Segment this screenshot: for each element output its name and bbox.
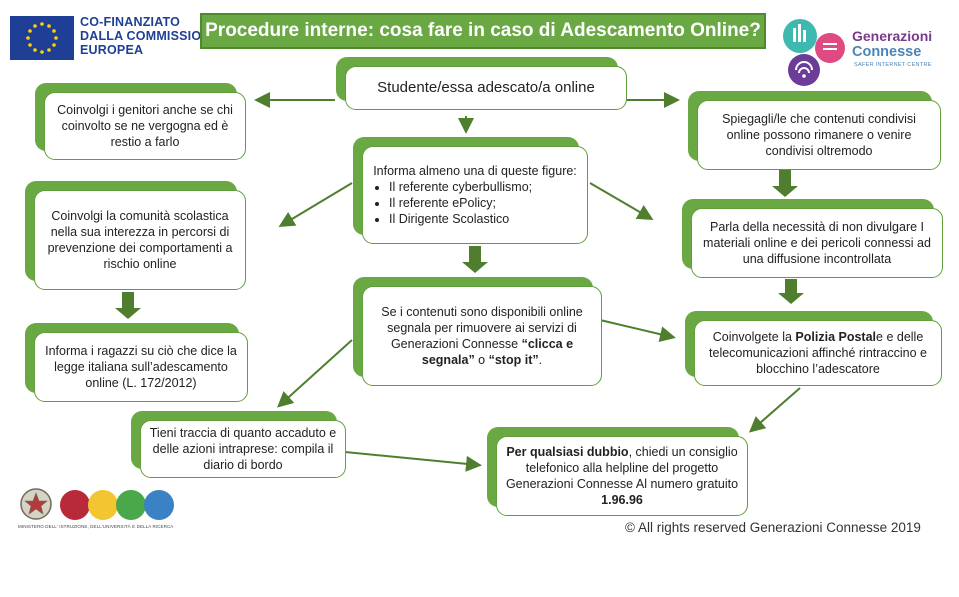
eu-line-2: DALLA COMMISSIONE — [80, 29, 220, 43]
box-student-groomed: Studente/essa adescato/a online — [345, 66, 627, 110]
figure-item: Il referente ePolicy; — [389, 195, 579, 211]
box-involve-police-text: Coinvolgete la Polizia Postale e delle t… — [703, 329, 933, 377]
box-helpline: Per qualsiasi dubbio, chiedi un consigli… — [496, 436, 748, 516]
figure-item: Il Dirigente Scolastico — [389, 211, 579, 227]
report-text-end: . — [538, 353, 543, 367]
box-talk-not-sharing-text: Parla della necessità di non divulgare I… — [703, 220, 931, 266]
helpline-text-bold: Per qualsiasi dubbio — [506, 445, 629, 459]
report-text-or: o — [474, 353, 489, 367]
box-inform-law-text: Informa i ragazzi su ciò che dice la leg… — [45, 344, 237, 390]
police-text-c: e e delle telecomunicazioni affinché rin… — [709, 330, 927, 376]
box-keep-track: Tieni traccia di quanto accaduto e delle… — [140, 420, 346, 478]
italian-emblem-icon — [16, 486, 56, 524]
box-involve-parents: Coinvolgi i genitori anche se chi coinvo… — [44, 92, 246, 160]
box-involve-police: Coinvolgete la Polizia Postale e delle t… — [694, 320, 942, 386]
copyright-text: © All rights reserved Generazioni Connes… — [625, 520, 921, 535]
figure-item: Il referente cyberbullismo; — [389, 179, 579, 195]
miur-logo-icon — [58, 488, 186, 522]
arrow-center3-to-left4 — [277, 339, 353, 408]
box-involve-parents-text: Coinvolgi i genitori anche se chi coinvo… — [57, 103, 233, 149]
box-report-content-text: Se i contenuti sono disponibili online s… — [371, 304, 593, 368]
block-arrow-right2-to-right3 — [778, 279, 804, 304]
box-involve-school-text: Coinvolgi la comunità scolastica nella s… — [47, 209, 233, 271]
box-student-groomed-text: Studente/essa adescato/a online — [377, 79, 595, 96]
eu-line-1: CO-FINANZIATO — [80, 15, 181, 29]
box-involve-school: Coinvolgi la comunità scolastica nella s… — [34, 190, 246, 290]
box-talk-not-sharing: Parla della necessità di non divulgare I… — [691, 208, 943, 278]
police-text-bold: Polizia Postal — [795, 330, 877, 344]
box-explain-content: Spiegagli/le che contenuti condivisi onl… — [697, 100, 941, 170]
arrow-center3-to-right3 — [599, 319, 676, 343]
box-keep-track-text: Tieni traccia di quanto accaduto e delle… — [149, 426, 337, 472]
police-text-a: Coinvolgete la — [712, 330, 796, 344]
box-inform-law: Informa i ragazzi su ciò che dice la leg… — [34, 332, 248, 402]
eu-line-3: EUROPEA — [80, 43, 144, 57]
block-arrow-right1-to-right2 — [772, 170, 798, 197]
page-title: Procedure interne: cosa fare in caso di … — [200, 13, 766, 49]
block-arrow-left2-to-left3 — [115, 292, 141, 319]
box-explain-content-text: Spiegagli/le che contenuti condivisi onl… — [722, 112, 916, 158]
box-inform-figures: Informa almeno una di queste figure: Il … — [362, 146, 588, 244]
generazioni-connesse-logo-icon — [772, 12, 852, 92]
arrow-center2-to-left2 — [278, 182, 353, 228]
miur-caption: MINISTERO DELL' ISTRUZIONE, DELL'UNIVERS… — [18, 524, 174, 529]
report-text-click: “clicca e segnala” — [421, 337, 574, 367]
gc-brand-line-1: Generazioni — [852, 28, 933, 44]
box-report-content: Se i contenuti sono disponibili online s… — [362, 286, 602, 386]
gc-brand-line-2: Connesse — [852, 44, 922, 60]
gc-brand-line-3: SAFER INTERNET CENTRE — [854, 62, 932, 68]
report-text-stopit: “stop it” — [488, 353, 539, 367]
box-helpline-text: Per qualsiasi dubbio, chiedi un consigli… — [505, 444, 739, 508]
helpline-number: 1.96.96 — [601, 493, 643, 507]
arrow-center2-to-right2 — [589, 182, 654, 221]
box-inform-figures-lead: Informa almeno una di queste figure: — [373, 164, 577, 178]
eu-cofinancing-label: CO-FINANZIATO DALLA COMMISSIONE EUROPEA — [80, 15, 219, 57]
arrow-left4-to-right4 — [344, 451, 482, 472]
report-text-a: Se i contenuti sono disponibili online s… — [381, 305, 583, 351]
eu-flag-icon — [10, 16, 74, 60]
block-arrow-center2-to-center3 — [462, 246, 488, 273]
figures-list: Il referente cyberbullismo; Il referente… — [371, 179, 579, 227]
arrow-right3-to-right4 — [748, 387, 801, 433]
helpline-text-body: , chiedi un consiglio telefonico alla he… — [505, 445, 739, 491]
